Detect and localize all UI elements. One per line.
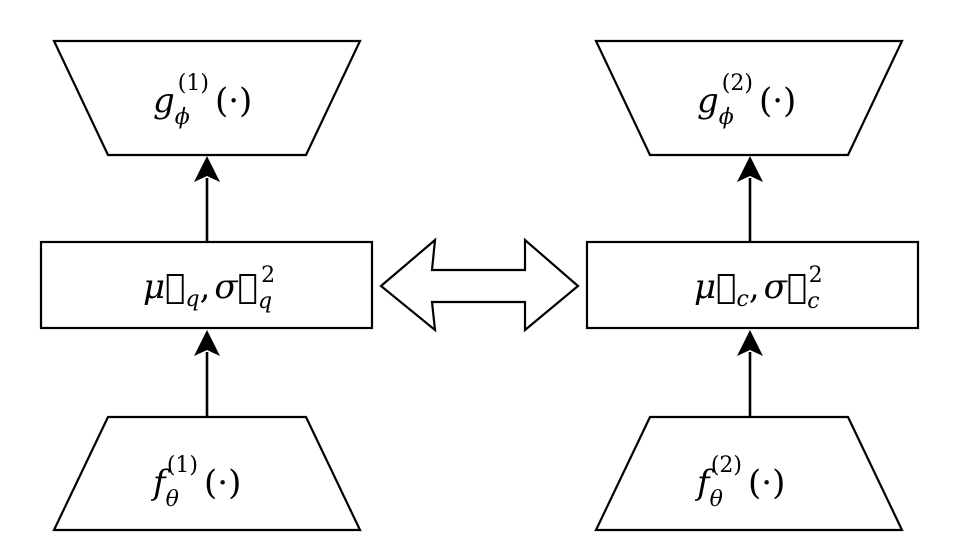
- arrow-latent-q-to-decoder1: [194, 156, 220, 242]
- decoder-2-base: g: [697, 81, 719, 121]
- decoder-2-sub: ϕ: [719, 105, 734, 130]
- latent-q-mu: μ⃗: [143, 267, 186, 307]
- decoder-1-label: gϕ (1)(·): [153, 71, 252, 130]
- decoder-1-base: g: [153, 81, 175, 121]
- latent-q-sigma-sup: 2: [261, 263, 275, 288]
- latent-c-sigma-sup: 2: [809, 263, 823, 288]
- encoder-1-label: fθ(1)(·): [150, 453, 241, 512]
- encoder-2-arg: (·): [748, 463, 785, 503]
- decoder-1-sub: ϕ: [175, 105, 190, 130]
- latent-c-node: μ⃗c,σ⃗c2: [585, 240, 920, 330]
- encoder-2-shape: [594, 415, 904, 532]
- decoder-2-shape: [594, 39, 904, 157]
- latent-q-sigma-sub: q: [258, 289, 272, 314]
- decoder-2-node: gϕ (2)(·): [594, 39, 904, 157]
- encoder-1-sub: θ: [166, 487, 179, 512]
- latent-q-node: μ⃗q,σ⃗q2: [39, 240, 374, 330]
- decoder-2-sup: (2): [722, 71, 753, 96]
- latent-c-sigma: σ⃗: [764, 267, 808, 307]
- decoder-1-arg: (·): [215, 81, 252, 121]
- latent-c-label: μ⃗c,σ⃗c2: [694, 263, 823, 314]
- encoder-1-node: fθ(1)(·): [52, 415, 362, 532]
- encoder-1-arg: (·): [204, 463, 241, 503]
- latent-c-sigma-sub: c: [807, 289, 819, 314]
- latent-q-mu-sub: q: [186, 287, 200, 312]
- latent-q-label: μ⃗q,σ⃗q2: [143, 263, 275, 314]
- encoder-2-node: fθ(2)(·): [594, 415, 904, 532]
- latent-q-sep: ,: [200, 267, 211, 307]
- arrow-latent-c-to-decoder2: [737, 156, 763, 242]
- arrow-encoder2-to-latent-c: [737, 330, 763, 417]
- latent-q-box: [39, 240, 374, 330]
- decoder-2-label: gϕ (2)(·): [697, 71, 796, 130]
- encoder-2-sup: (2): [711, 453, 742, 478]
- latent-c-mu-sub: c: [737, 287, 749, 312]
- arrow-encoder1-to-latent-q: [194, 330, 220, 417]
- latent-c-box: [585, 240, 920, 330]
- decoder-1-sup: (1): [178, 71, 209, 96]
- encoder-1-shape: [52, 415, 362, 532]
- encoder-2-sub: θ: [710, 487, 723, 512]
- decoder-2-arg: (·): [759, 81, 796, 121]
- decoder-1-node: gϕ (1)(·): [52, 39, 362, 157]
- latent-q-sigma: σ⃗: [214, 267, 258, 307]
- decoder-1-shape: [52, 39, 362, 157]
- latent-c-mu: μ⃗: [694, 267, 737, 307]
- encoder-1-sup: (1): [167, 453, 198, 478]
- latent-c-sep: ,: [749, 267, 760, 307]
- bidirectional-hollow-arrow: [379, 237, 580, 333]
